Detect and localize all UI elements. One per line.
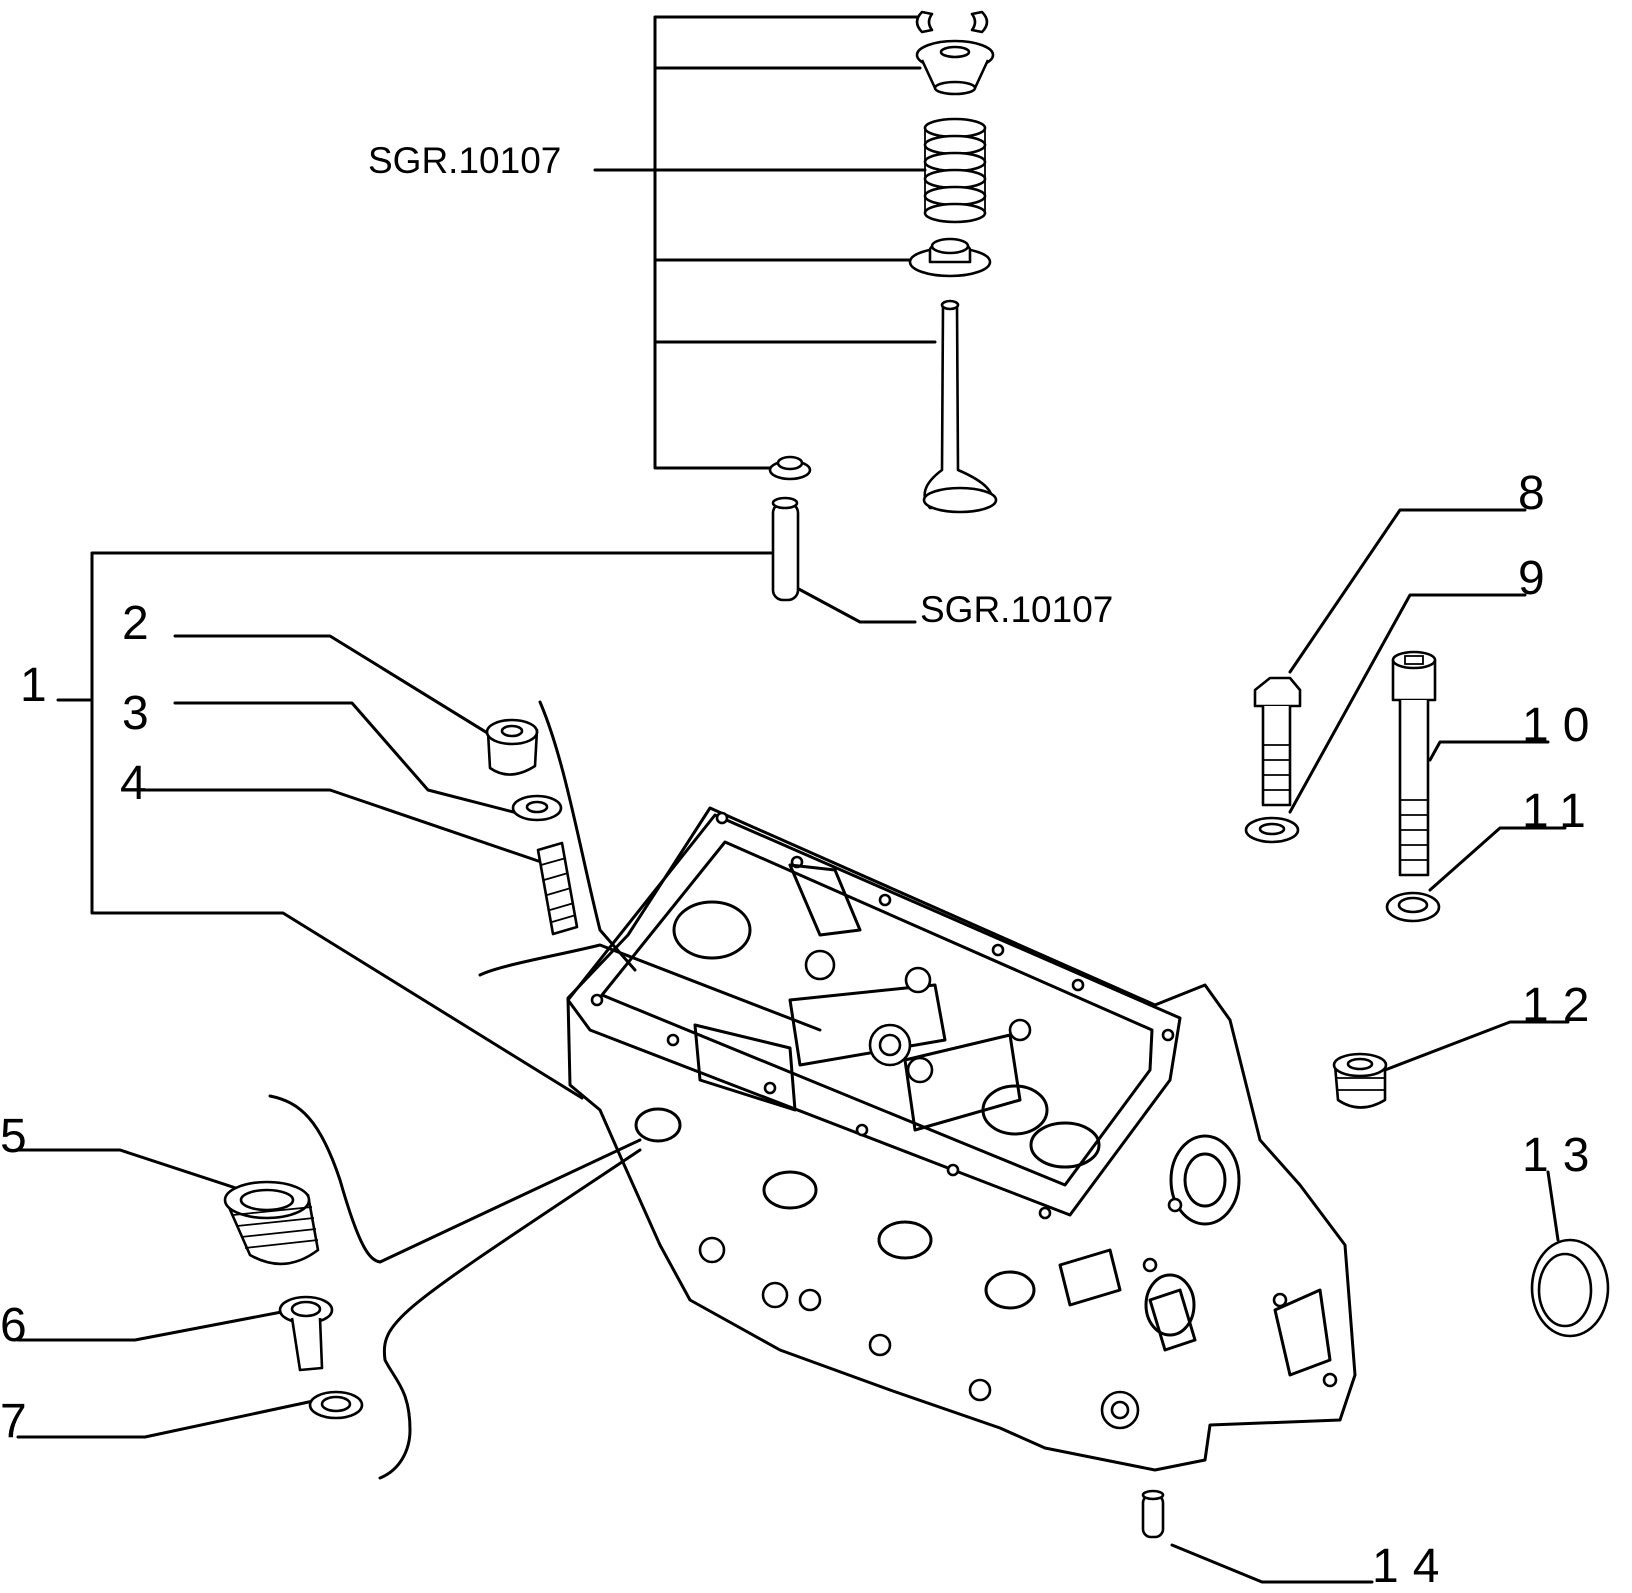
callout-7: 7	[0, 1395, 41, 1448]
small-parts-lower-left	[223, 1180, 364, 1420]
callout-10: 10	[1522, 699, 1604, 752]
callout-11: 11	[1522, 785, 1600, 838]
callout-2: 2	[122, 597, 163, 650]
callout-6: 6	[0, 1299, 41, 1352]
callout-3: 3	[122, 687, 163, 740]
reference-label-top: SGR.10107	[368, 140, 562, 181]
valve-assembly	[768, 10, 998, 602]
cylinder-head	[566, 806, 1357, 1472]
callout-13: 13	[1522, 1129, 1604, 1182]
callout-4: 4	[120, 757, 161, 810]
small-parts-right	[1141, 650, 1610, 1539]
small-parts-left	[485, 718, 579, 936]
callout-14: 14	[1372, 1540, 1454, 1593]
callout-9: 9	[1518, 552, 1559, 605]
valve-spring	[923, 117, 987, 224]
callout-5: 5	[0, 1110, 41, 1163]
callout-12: 12	[1522, 979, 1604, 1032]
callout-1: 1	[20, 659, 61, 712]
reference-label-guide: SGR.10107	[920, 589, 1114, 630]
callout-8: 8	[1518, 467, 1559, 520]
leader-lines	[16, 15, 1570, 1584]
